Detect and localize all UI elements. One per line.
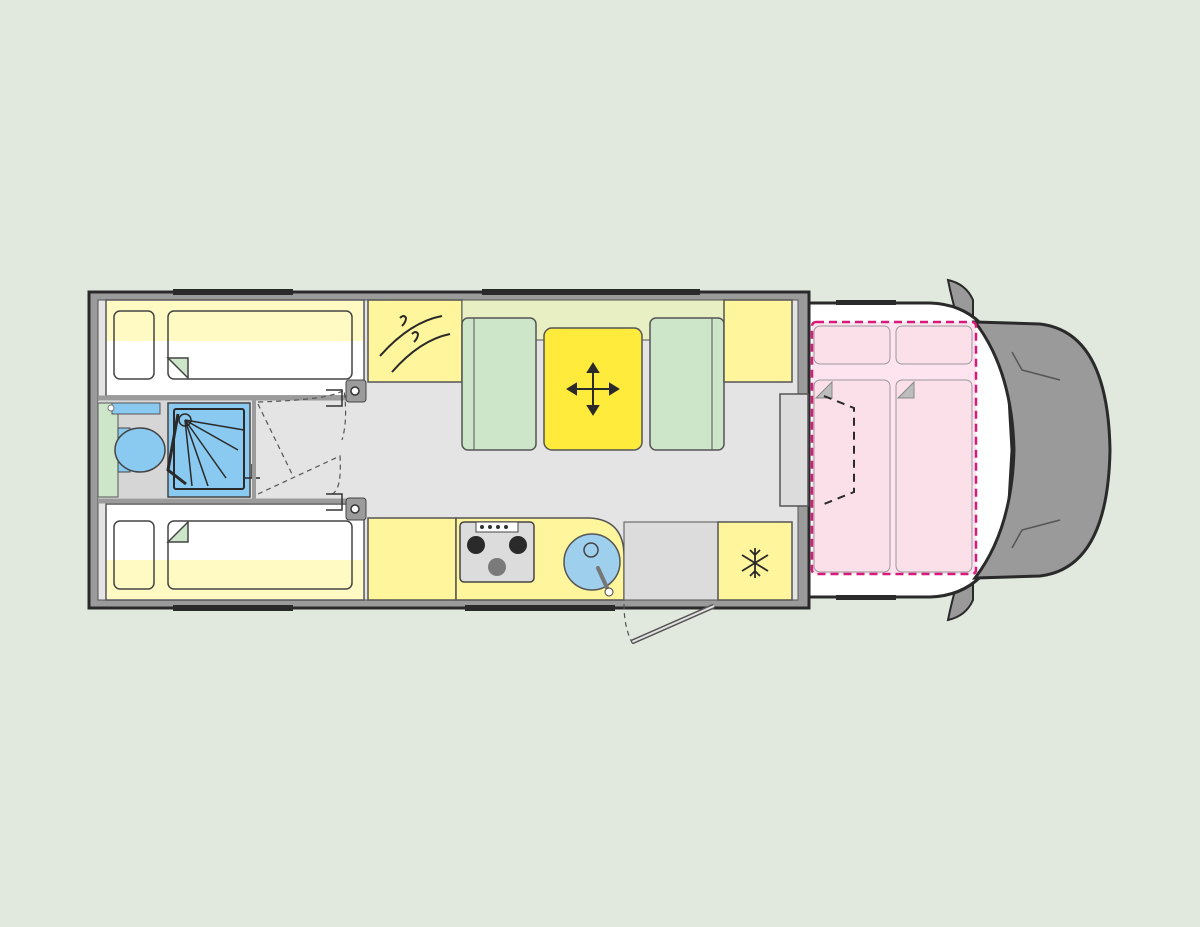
bathroom-door-swing [257,403,341,495]
drop-bed-mattress-left [813,379,891,573]
round-sink-icon [563,533,621,591]
door-handle-top [326,389,343,407]
cab-hood [971,320,1112,580]
cab-window-bottom [836,595,896,600]
bed-mattress [167,310,353,380]
door-handle-bottom [326,493,343,511]
single-bed-top [105,299,365,397]
seat-right [649,317,725,451]
window-rear-bottom [173,605,293,611]
cab-window-top [836,300,896,305]
drop-down-bed [810,320,978,576]
cab-partition [779,393,809,507]
pillow-corner-icon [166,520,189,543]
drop-bed-pillow-left [813,325,891,365]
bed-headrest [113,310,155,380]
pillow-corner-icon [896,380,915,399]
bed-doors [257,379,367,521]
bed-mattress [167,520,353,590]
kitchen [367,517,793,601]
burner [509,536,527,554]
drop-bed-outline [810,320,978,576]
wiper-bottom [1011,519,1061,549]
clothes-hanger-icon [379,315,451,373]
entrance-door [623,603,716,647]
window-kitchen-bottom [465,605,615,611]
shower-head-icon [178,413,245,487]
counter-left [367,517,457,601]
snowflake-icon [741,548,769,578]
pillow-corner-icon [166,357,189,380]
seat-left [461,317,537,451]
shower-door [166,413,187,486]
single-bed-bottom [105,503,365,601]
bed-tint [107,301,363,341]
cabinet-front [723,299,793,383]
pillow-corner-icon [814,380,833,399]
bed-headrest [113,520,155,590]
faucet [596,566,610,592]
counter-right [623,521,719,601]
ladder-indicator [823,395,855,505]
drain [583,542,599,558]
washbasin [111,402,161,415]
shower-tray-inner [173,408,245,490]
window-rear-top [173,289,293,295]
burner [488,558,506,576]
drop-bed-mattress-right [895,379,973,573]
move-arrows-icon [566,362,620,416]
toilet-icon [114,427,166,473]
wiper-top [1011,351,1061,381]
wardrobe [367,299,463,383]
tap [107,404,115,412]
bed-tint [107,560,363,599]
burner [467,536,485,554]
lounge [461,299,793,451]
drop-bed-pillow-right [895,325,973,365]
window-lounge-top [482,289,700,295]
entrance-door-swing [623,603,635,647]
